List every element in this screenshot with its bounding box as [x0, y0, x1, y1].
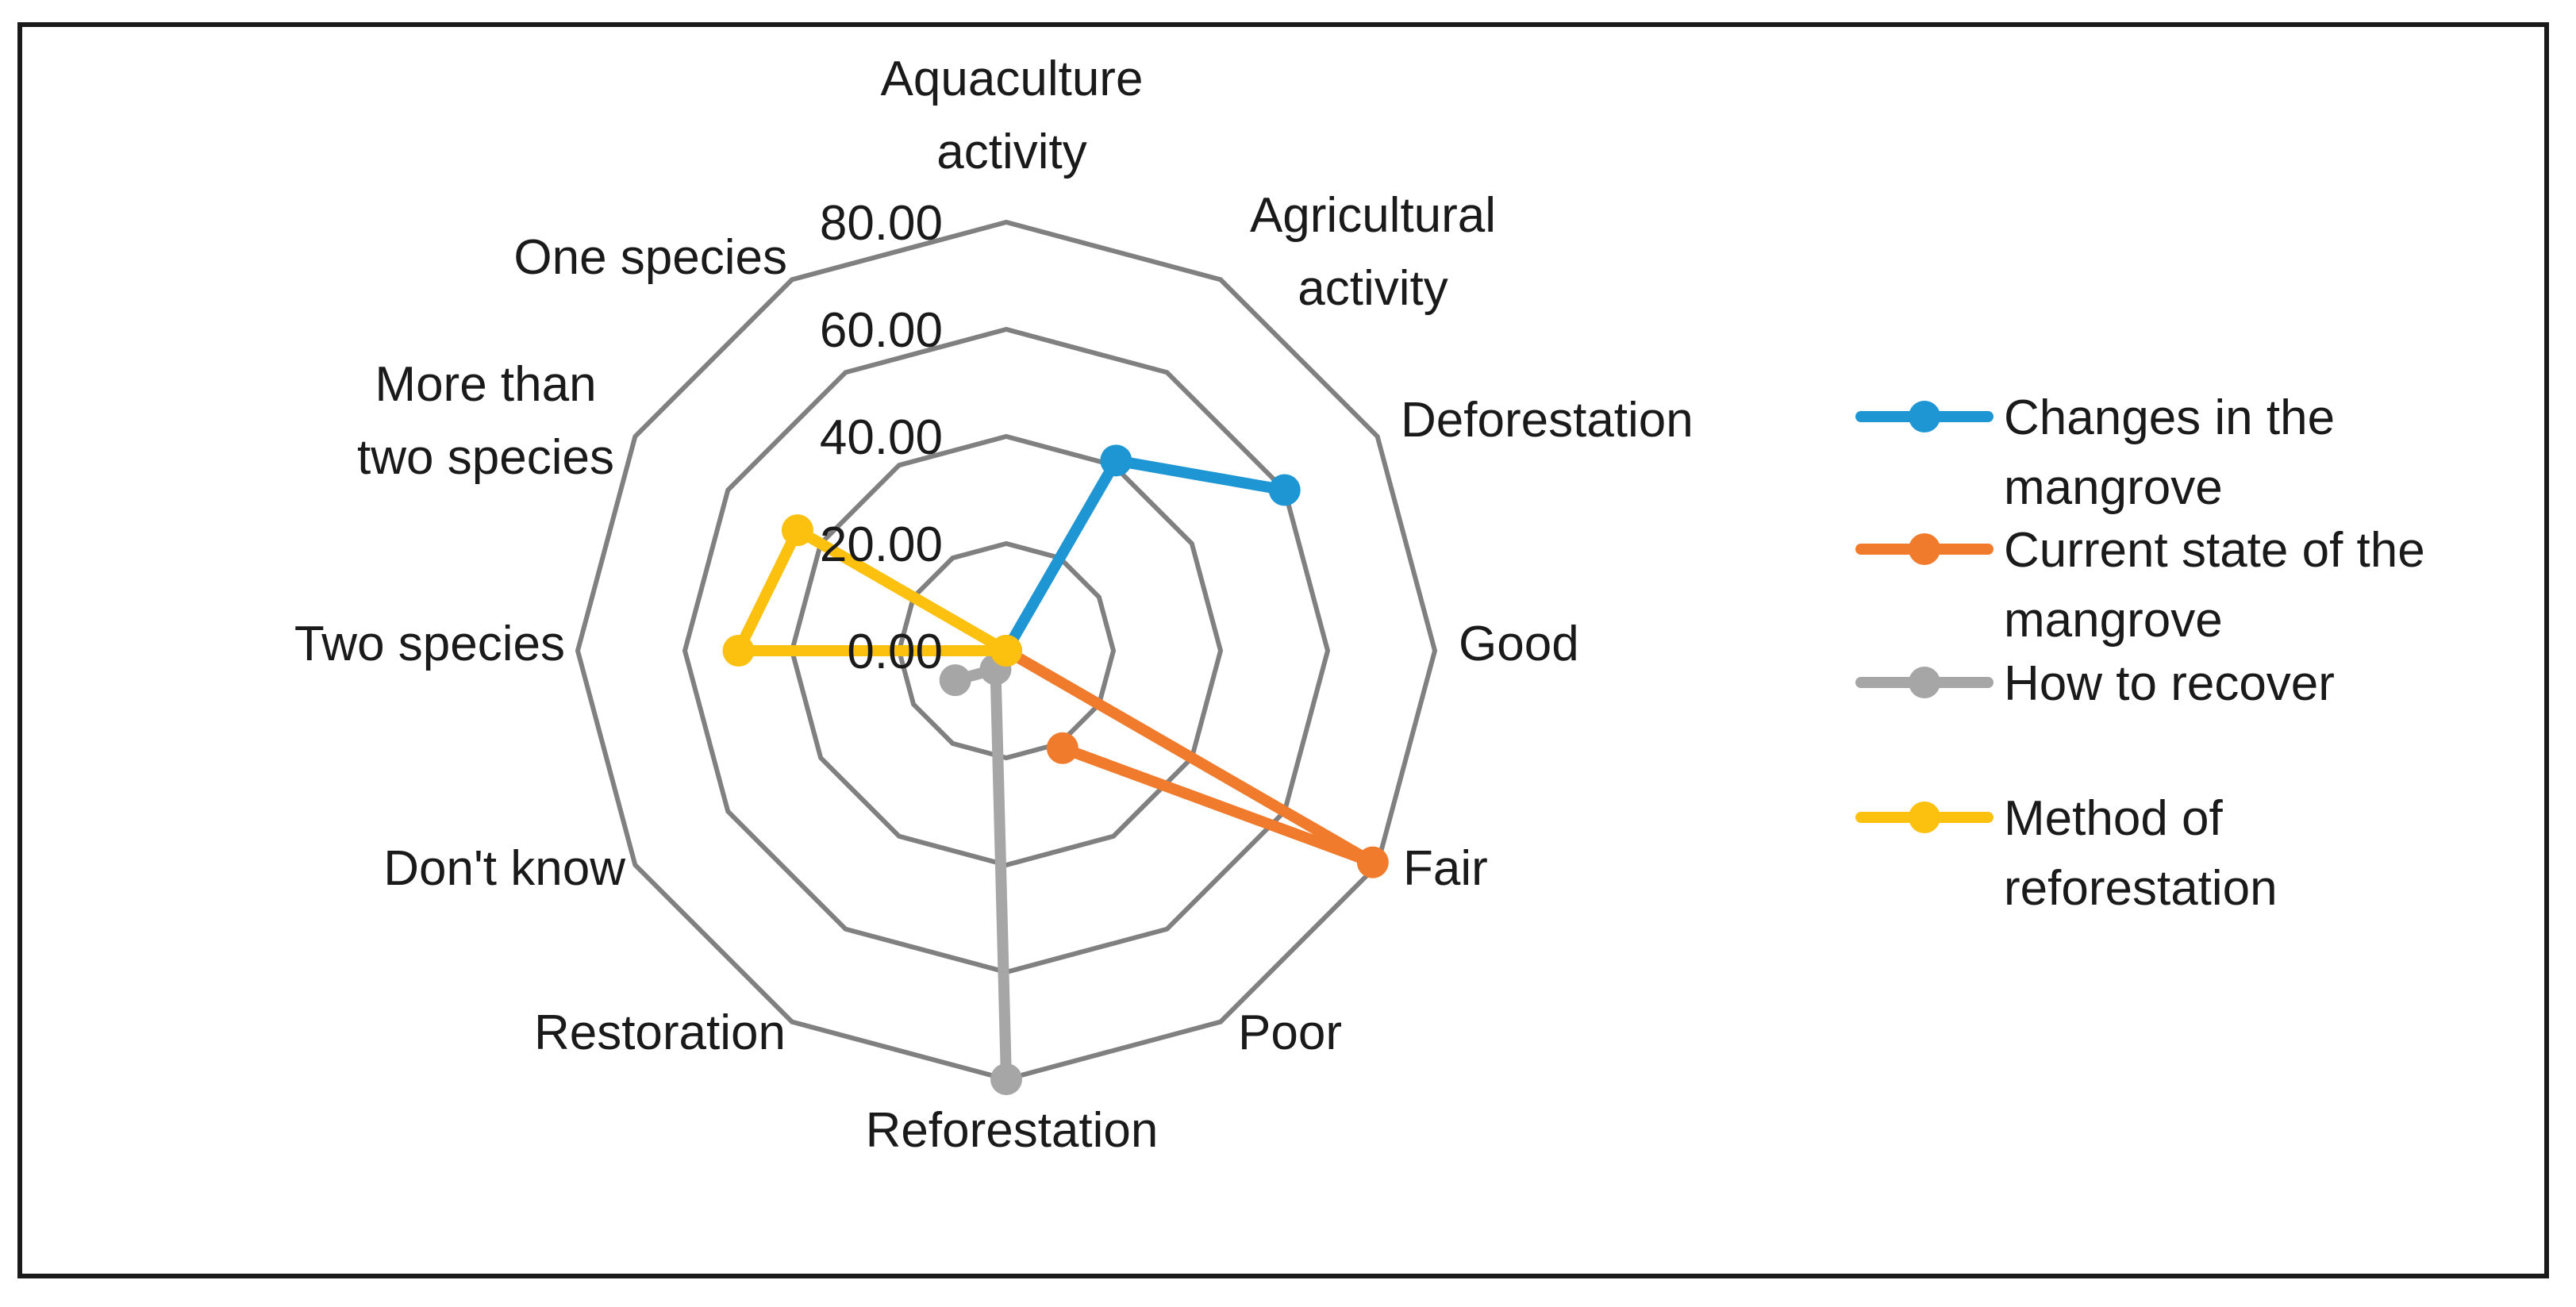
legend-swatch-marker — [1909, 401, 1940, 432]
series-point-current-state-of-the-mangrove-fair — [1356, 846, 1389, 878]
r-tick-label-2: 40.00 — [820, 410, 943, 465]
category-label-deforestation: Deforestation — [1401, 393, 1694, 448]
legend-swatch-marker — [1909, 533, 1940, 565]
category-label-fair: Fair — [1403, 841, 1488, 896]
legend-swatch-marker — [1909, 667, 1940, 698]
legend-swatch-marker — [1909, 801, 1940, 833]
category-label-poor: Poor — [1238, 1005, 1342, 1060]
category-label-don-t-know: Don't know — [383, 841, 625, 896]
category-label-one-species: One species — [513, 230, 787, 285]
radial-tick-labels: 0.00 20.00 40.00 60.00 80.00 — [820, 196, 943, 679]
series-point-method-of-reforestation-more-than-two-species — [781, 514, 813, 547]
series-method-of-reforestation — [722, 514, 1022, 667]
category-label-good: Good — [1459, 617, 1579, 671]
category-label-two-species: Two species — [294, 617, 565, 671]
series-line-how-to-recover — [949, 663, 1012, 1085]
series-point-method-of-reforestation-one-species — [990, 635, 1022, 667]
series-point-changes-in-the-mangrove-agricultural-activity — [1100, 444, 1132, 477]
r-tick-label-1: 20.00 — [820, 517, 943, 572]
series-changes-in-the-mangrove — [990, 444, 1301, 667]
radar-series — [722, 444, 1389, 1095]
r-tick-label-3: 60.00 — [820, 303, 943, 358]
chart-frame — [17, 22, 2549, 1278]
r-tick-label-0: 0.00 — [847, 625, 943, 679]
series-point-how-to-recover-reforestation — [990, 1063, 1022, 1095]
series-current-state-of-the-mangrove — [990, 635, 1389, 878]
legend-label: How to recover — [2004, 656, 2335, 711]
category-label-reforestation: Reforestation — [866, 1103, 1159, 1158]
series-point-current-state-of-the-mangrove-poor — [1046, 732, 1078, 764]
category-label-restoration: Restoration — [534, 1005, 786, 1060]
series-line-method-of-reforestation — [732, 525, 1012, 656]
series-point-how-to-recover-don-t-know — [939, 664, 971, 697]
legend-item-how-to-recover: How to recover — [1855, 656, 2335, 711]
series-how-to-recover — [939, 653, 1022, 1095]
series-point-changes-in-the-mangrove-deforestation — [1268, 474, 1301, 506]
series-point-method-of-reforestation-two-species — [722, 635, 755, 667]
r-tick-label-4: 80.00 — [820, 196, 943, 251]
